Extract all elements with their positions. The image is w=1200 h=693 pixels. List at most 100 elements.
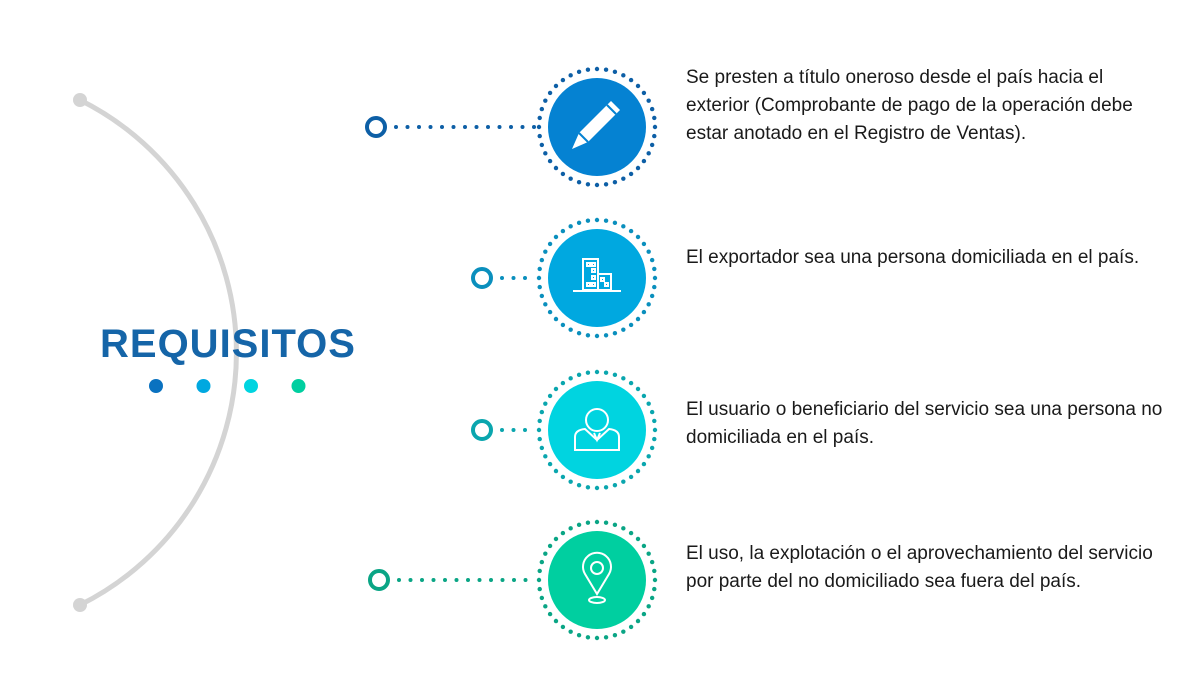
dotted-ring-dot: [652, 577, 658, 583]
arc-end-top: [73, 93, 87, 107]
dotted-ring-dot: [612, 69, 618, 75]
dotted-ring-dot: [537, 266, 542, 272]
dotted-ring-dot: [594, 635, 600, 641]
connector-dot: [454, 578, 459, 582]
requirement-node: [471, 217, 658, 339]
pencil-icon: [572, 101, 620, 149]
dotted-ring-dot: [539, 257, 545, 263]
dotted-ring-dot: [539, 595, 545, 601]
dotted-ring-dot: [576, 179, 582, 185]
dotted-ring-dot: [594, 369, 600, 375]
connector-dot: [512, 578, 516, 582]
dotted-ring-dot: [547, 90, 553, 96]
connector-dot: [486, 125, 490, 129]
connector-dot: [405, 125, 410, 129]
dotted-ring-dot: [652, 124, 658, 130]
dotted-ring-dot: [553, 83, 559, 89]
dotted-ring-dot: [539, 445, 545, 451]
connector-dot: [497, 125, 502, 129]
dotted-ring-dot: [628, 474, 634, 480]
dotted-ring-dot: [603, 333, 609, 338]
dotted-ring-dot: [568, 327, 573, 332]
dotted-ring-dot: [547, 241, 553, 247]
dotted-ring-dot: [547, 309, 553, 315]
dotted-ring-dot: [649, 293, 655, 299]
dotted-ring-dot: [621, 526, 626, 531]
dotted-ring-dot: [537, 568, 542, 574]
dotted-ring-dot: [560, 624, 566, 630]
requirement-node: [368, 519, 658, 641]
dotted-ring-dot: [628, 228, 634, 234]
connector-dot: [394, 125, 398, 129]
dotted-ring-dot: [594, 217, 600, 223]
title-dot: [244, 379, 258, 393]
dotted-ring-dot: [621, 479, 626, 484]
dotted-ring-dot: [594, 333, 600, 339]
connector-dot: [397, 578, 401, 582]
connector-dot: [420, 578, 424, 582]
connector-dot: [463, 125, 467, 129]
connector-dot: [509, 125, 513, 129]
dotted-ring-dot: [612, 179, 618, 185]
dotted-ring-dot: [641, 611, 647, 617]
dotted-ring-dot: [652, 266, 657, 272]
dotted-ring-dot: [641, 461, 647, 467]
dotted-ring-dot: [652, 427, 658, 433]
dotted-ring-dot: [649, 257, 655, 263]
dotted-ring-dot: [568, 224, 573, 229]
dotted-ring-dot: [628, 530, 634, 536]
dotted-ring-dot: [553, 618, 559, 624]
dotted-ring-dot: [553, 165, 559, 171]
dotted-ring-dot: [547, 461, 553, 467]
dotted-ring-dot: [539, 142, 545, 148]
dotted-ring-dot: [628, 380, 634, 386]
dotted-ring-dot: [547, 543, 553, 549]
requirement-text: El uso, la explotación o el aprovechamie…: [686, 543, 1153, 592]
dotted-ring-dot: [635, 316, 641, 322]
dotted-ring-dot: [635, 165, 641, 171]
dotted-ring-dot: [621, 629, 626, 634]
connector-dot: [428, 125, 433, 129]
dotted-ring-dot: [537, 133, 542, 139]
dotted-ring-dot: [649, 595, 655, 601]
dotted-ring-dot: [568, 526, 573, 531]
dotted-ring-dot: [652, 568, 657, 574]
connector-dot: [511, 276, 516, 280]
connector-dot: [408, 578, 413, 582]
dotted-ring-dot: [576, 330, 582, 336]
dotted-ring-dot: [543, 604, 548, 609]
icon-circle: [548, 531, 646, 629]
connector-dot: [451, 125, 456, 129]
dotted-ring-dot: [543, 401, 548, 406]
dotted-ring-dot: [652, 133, 657, 139]
person-icon: [574, 408, 620, 451]
dotted-ring-dot: [641, 90, 647, 96]
dotted-ring-dot: [641, 309, 647, 315]
connector-dot: [511, 428, 516, 432]
arc-node-ring: [471, 419, 493, 441]
dotted-ring-dot: [576, 220, 582, 226]
dotted-ring-dot: [621, 327, 626, 332]
dotted-ring-dot: [547, 393, 553, 399]
dotted-ring-dot: [585, 333, 591, 338]
dotted-ring-dot: [560, 530, 566, 536]
connector-dot: [500, 578, 505, 582]
connector-dot: [417, 125, 421, 129]
dotted-ring-dot: [635, 234, 641, 240]
dotted-ring-dot: [594, 182, 600, 188]
dotted-ring-dot: [553, 234, 559, 240]
dotted-ring-dot: [612, 632, 618, 638]
connector-dot: [523, 428, 527, 432]
connector-dot: [440, 125, 444, 129]
dotted-ring-dot: [649, 409, 655, 415]
dotted-ring-dot: [652, 586, 657, 592]
dotted-ring-dot: [553, 386, 559, 392]
dotted-ring-dot: [536, 275, 542, 281]
arc-node-ring: [368, 569, 390, 591]
connector-dot: [477, 578, 482, 582]
dotted-ring-dot: [628, 77, 634, 83]
connector-dot: [500, 428, 504, 432]
dotted-ring-dot: [635, 536, 641, 542]
